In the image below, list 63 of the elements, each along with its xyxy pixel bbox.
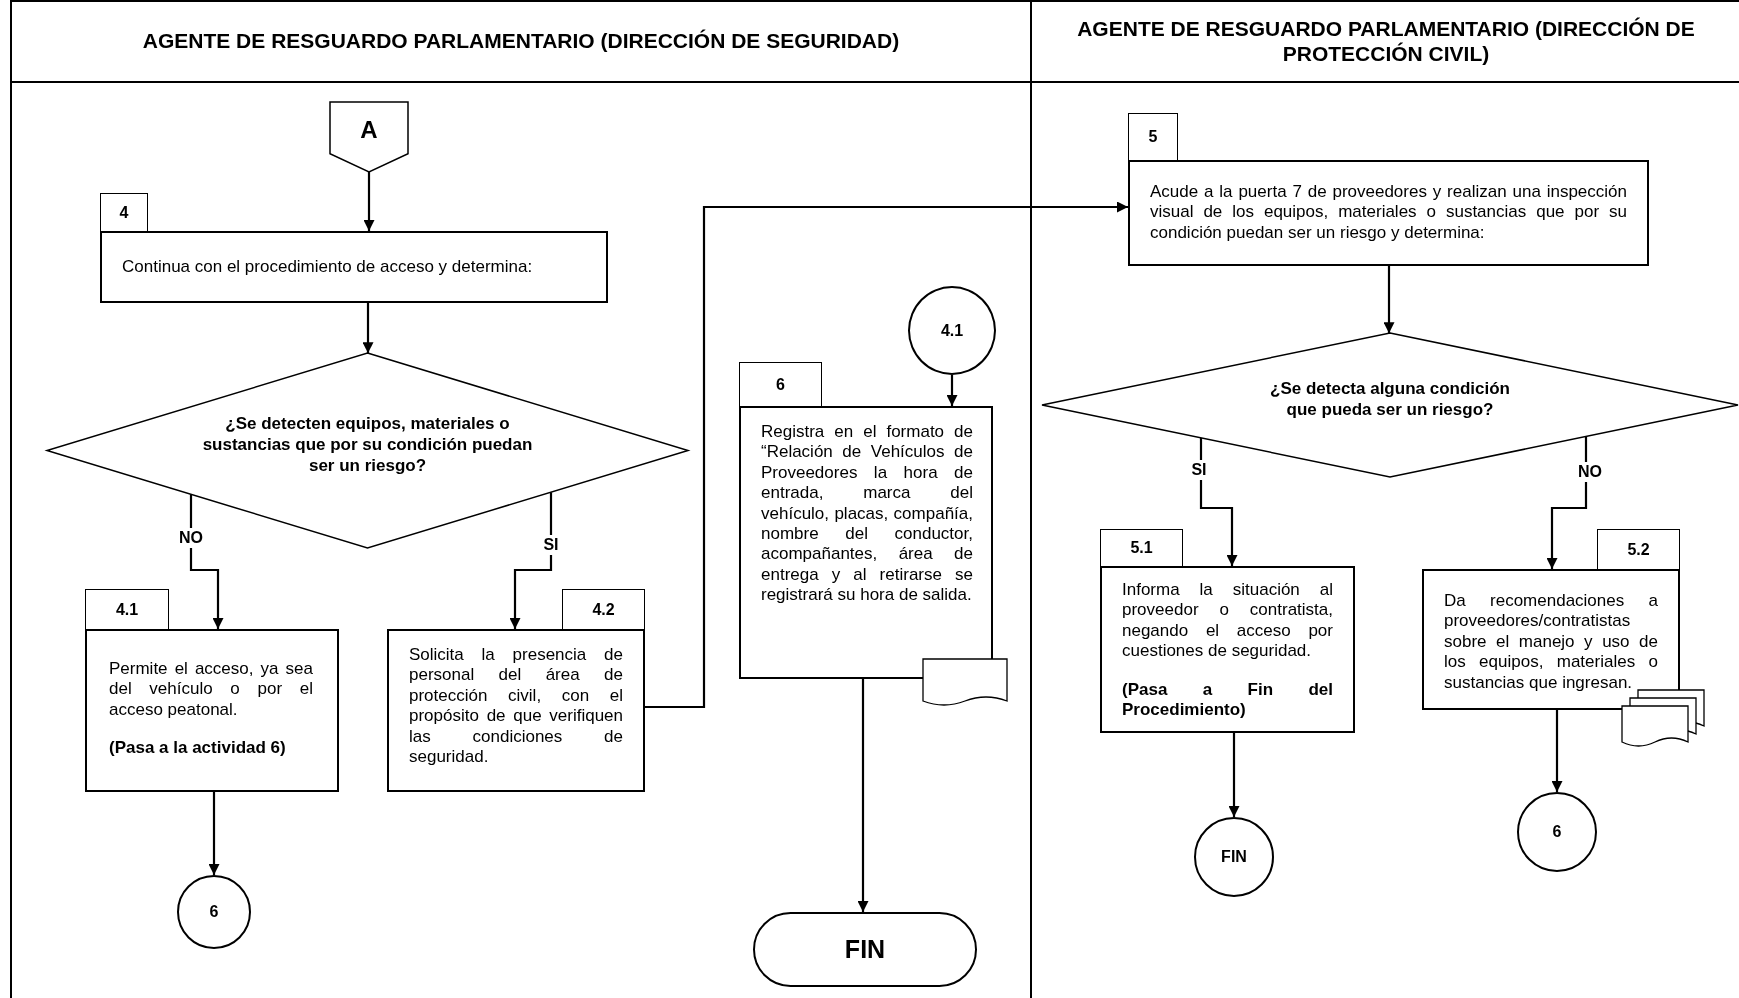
connector-label: FIN bbox=[1221, 848, 1247, 866]
note-text: (Pasa a la actividad 6) bbox=[109, 738, 287, 759]
step-number: 5.1 bbox=[1130, 539, 1153, 557]
connector-label: 4.1 bbox=[940, 321, 964, 340]
step-number: 6 bbox=[776, 375, 785, 394]
edge-label: SI bbox=[541, 535, 561, 555]
decision-text: ¿Se detecta alguna condición que pueda ser un riesgo? bbox=[1269, 377, 1511, 421]
process-box bbox=[85, 629, 339, 792]
step-number-tab bbox=[562, 589, 645, 629]
arrow bbox=[509, 492, 553, 629]
step-number-tab bbox=[100, 193, 148, 231]
decision-diamond bbox=[1042, 333, 1738, 477]
process-text: Acude a la puerta 7 de proveedores y realizan una inspección visual de los equipos, materiales o sustancias que por su condición puedan ser un riesgo y determina: bbox=[1150, 182, 1627, 244]
step-number-tab bbox=[1100, 529, 1183, 566]
step-number: 4.2 bbox=[592, 600, 615, 619]
process-text: Permite el acceso, ya sea del vehículo o por el acceso peatonal. bbox=[109, 659, 313, 721]
step-number: 5.2 bbox=[1627, 540, 1650, 559]
edge-label: SI bbox=[1189, 460, 1209, 480]
step-number-tab bbox=[739, 362, 822, 406]
process-text: Solicita la presencia de personal del área de protección civil, con el propósito de que verifiquen las condiciones de seguridad. bbox=[409, 645, 623, 768]
process-text: Da recomendaciones a proveedores/contratistas sobre el manejo y uso de los equipos, materiales o sustancias que ingresan. bbox=[1444, 591, 1658, 693]
arrow bbox=[1551, 710, 1563, 792]
arrow bbox=[189, 494, 224, 629]
step-number-tab bbox=[1128, 113, 1178, 160]
arrow bbox=[857, 679, 869, 912]
decision-text: ¿Se detecten equipos, materiales o sustancias que por su condición puedan ser un riesgo? bbox=[201, 412, 534, 477]
step-number: 5 bbox=[1148, 128, 1158, 146]
process-box bbox=[739, 406, 993, 679]
process-box bbox=[1100, 566, 1355, 733]
edge-label: NO bbox=[177, 528, 205, 548]
arrow bbox=[1199, 437, 1238, 566]
terminator-label: FIN bbox=[844, 935, 886, 964]
process-box bbox=[387, 629, 645, 792]
arrow bbox=[946, 375, 958, 406]
multiple-documents-symbol bbox=[1622, 690, 1704, 748]
arrow bbox=[1228, 733, 1240, 817]
connector-label: 6 bbox=[1552, 823, 1562, 841]
step-number: 4.1 bbox=[115, 600, 139, 619]
process-box bbox=[1422, 569, 1680, 710]
document-symbol bbox=[923, 659, 1007, 707]
process-text: Registra en el formato de “Relación de Vehículos de Proveedores la hora de entrada, marca del vehículo, placas, compañía, nombre del conductor, acompañantes, área de entrega y al retirarse se registrará su hora de salida. bbox=[761, 422, 973, 606]
swimlane bbox=[10, 0, 1032, 998]
note-text: (Pasa a Fin del Procedimiento) bbox=[1122, 679, 1333, 721]
arrow bbox=[363, 172, 375, 231]
connector-label: 6 bbox=[209, 903, 219, 921]
arrow bbox=[1546, 436, 1588, 569]
lane-header: AGENTE DE RESGUARDO PARLAMENTARIO (DIRECCIÓN DE PROTECCIÓN CIVIL) bbox=[1032, 2, 1739, 83]
edge-label: NO bbox=[1576, 462, 1604, 482]
step-number: 4 bbox=[119, 203, 129, 222]
off-page-connector bbox=[330, 102, 408, 172]
process-text: Continua con el procedimiento de acceso y determina: bbox=[122, 256, 533, 278]
arrow bbox=[208, 792, 220, 875]
arrow bbox=[1383, 266, 1395, 334]
step-number-tab bbox=[85, 589, 169, 629]
step-number-tab bbox=[1597, 529, 1680, 569]
process-box bbox=[100, 231, 608, 303]
decision-diamond bbox=[47, 353, 688, 548]
lane-header: AGENTE DE RESGUARDO PARLAMENTARIO (DIRECCIÓN DE SEGURIDAD) bbox=[12, 2, 1030, 83]
arrow bbox=[362, 303, 374, 354]
arrow bbox=[645, 201, 1128, 709]
process-text: Informa la situación al proveedor o contratista, negando el acceso por cuestiones de seguridad. bbox=[1122, 580, 1333, 662]
connector-label: A bbox=[360, 116, 378, 144]
process-box bbox=[1128, 160, 1649, 266]
